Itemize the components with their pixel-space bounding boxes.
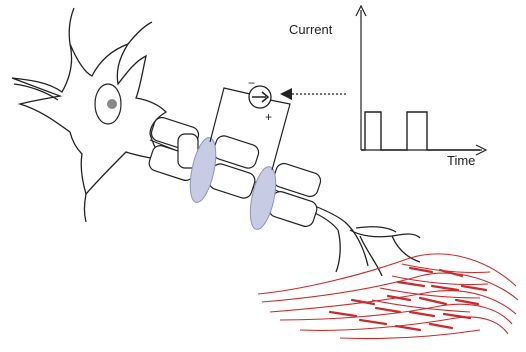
- minus-terminal: −: [248, 76, 255, 90]
- nucleolus: [107, 99, 117, 109]
- pulse-train: [361, 112, 480, 150]
- current-graph: Current Time: [289, 6, 486, 168]
- muscle-striations: [330, 268, 486, 330]
- nerve-terminal: [336, 222, 420, 276]
- plus-terminal: +: [265, 110, 272, 124]
- y-axis-label: Current: [289, 22, 333, 37]
- neuron-soma: [12, 8, 166, 222]
- myelin-sheath: [147, 115, 322, 228]
- arrow-head-icon: [280, 88, 292, 100]
- x-axis-label: Time: [447, 153, 475, 168]
